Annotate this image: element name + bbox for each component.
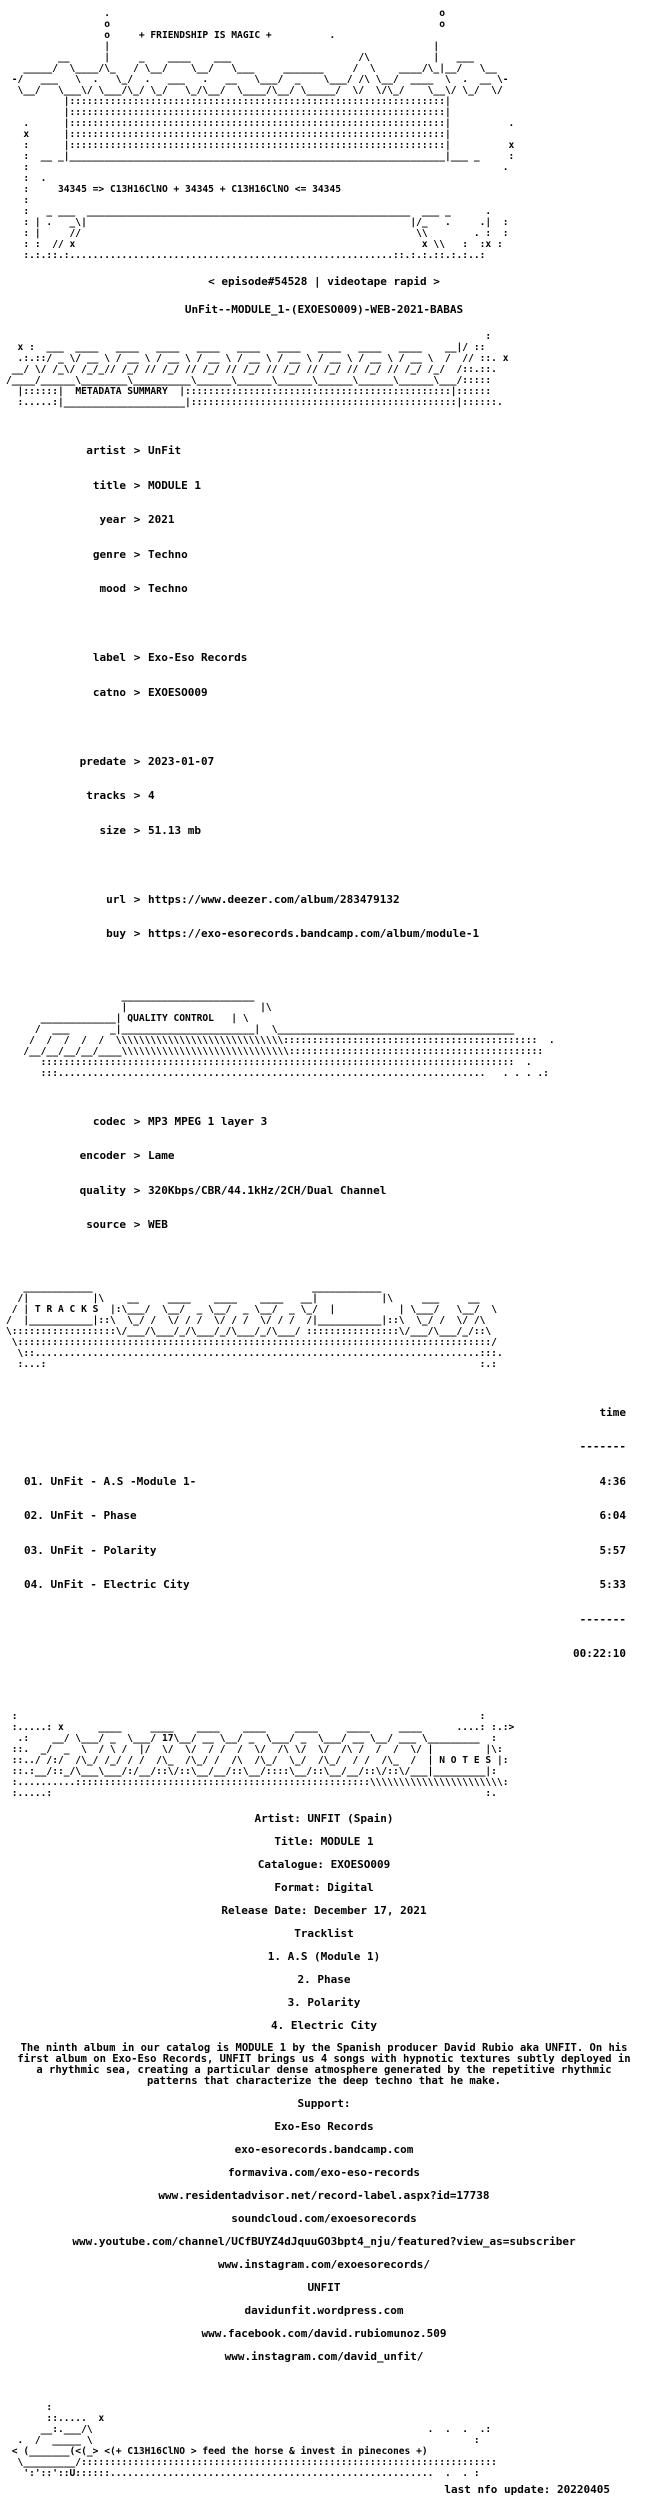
notes-track-2: 2. Phase: [297, 1972, 351, 1986]
header-tagline: + FRIENDSHIP IS MAGIC +: [138, 30, 272, 41]
notes-track-4: 4. Electric City: [271, 2018, 377, 2032]
field-tracks: tracks>4: [86, 789, 155, 802]
notes-format: Format: Digital: [274, 1880, 374, 1894]
link-formaviva[interactable]: formaviva.com/exo-eso-records: [227, 2165, 421, 2179]
release-name: UnFit--MODULE_1-(EXOESO009)-WEB-2021-BAB…: [184, 303, 464, 316]
notes-header-art: : : :.....: x ____ ____ ____ ____ ____ _…: [11, 1710, 515, 1799]
field-url[interactable]: url>https://www.deezer.com/album/2834791…: [106, 892, 400, 906]
field-year: year>2021: [99, 513, 175, 526]
time-header: time: [599, 1405, 627, 1419]
link-label: Exo-Eso Records: [274, 2119, 374, 2133]
buy-link[interactable]: https://exo-esorecords.bandcamp.com/albu…: [148, 927, 480, 940]
notes-tracklist-heading: Tracklist: [294, 1926, 354, 1940]
tracks-title: T R A C K S: [34, 1303, 99, 1315]
notes-artist: Artist: UNFIT (Spain): [254, 1811, 394, 1825]
link-youtube[interactable]: www.youtube.com/channel/UCfBUYZ4dJquuGO3…: [72, 2234, 576, 2248]
last-update: last nfo update: 20220405: [444, 2482, 610, 2496]
link-soundcloud[interactable]: soundcloud.com/exoesorecords: [231, 2211, 417, 2225]
url-link[interactable]: https://www.deezer.com/album/283479132: [148, 892, 400, 906]
notes-title: N O T E S: [439, 1754, 492, 1766]
field-title: title>MODULE 1: [92, 478, 201, 492]
total-time: 00:22:10: [573, 1647, 626, 1660]
field-source: source>WEB: [86, 1218, 168, 1231]
header-formula: 34345 => C13H16ClNO + 34345 + C13H16ClNO…: [57, 184, 342, 195]
field-size: size>51.13 mb: [99, 823, 201, 837]
link-bandcamp[interactable]: exo-esorecords.bandcamp.com: [234, 2142, 414, 2156]
footer-motto: <(+ C13H16ClNO > feed the horse & invest…: [104, 2445, 428, 2457]
link-wordpress[interactable]: davidunfit.wordpress.com: [244, 2303, 404, 2317]
notes-release-date: Release Date: December 17, 2021: [221, 1903, 427, 1917]
field-quality: quality>320Kbps/CBR/44.1kHz/2CH/Dual Cha…: [79, 1183, 387, 1197]
tracklist: time ------- 01. UnFit - A.S -Module 1-4…: [6, 1384, 626, 1683]
field-predate: predate>2023-01-07: [79, 754, 215, 768]
tracks-header-art: ____________ ____________ /| |\ __ ____ …: [6, 1281, 503, 1370]
notes-section: Artist: UNFIT (Spain) Title: MODULE 1 Ca…: [6, 1811, 642, 2363]
quality-title: QUALITY CONTROL: [127, 1012, 214, 1024]
notes-description: The ninth album in our catalog is MODULE…: [17, 2041, 631, 2087]
notes-support: Support:: [297, 2096, 351, 2110]
field-label: label>Exo-Eso Records: [92, 651, 248, 664]
notes-catalogue: Catalogue: EXOESO009: [257, 1857, 391, 1871]
link-instagram-label[interactable]: www.instagram.com/exoesorecords/: [218, 2257, 430, 2271]
quality-header-art: _______________________ | |\ ___________…: [23, 990, 555, 1079]
notes-track-1: 1. A.S (Module 1): [267, 1949, 381, 1963]
link-facebook[interactable]: www.facebook.com/david.rubiomunoz.509: [201, 2326, 447, 2340]
artist-heading: UNFIT: [307, 2280, 341, 2294]
field-buy[interactable]: buy>https://exo-esorecords.bandcamp.com/…: [106, 927, 480, 940]
footer-art: : ::..... x __:.___/\ . . . .: . / _____…: [11, 2401, 497, 2479]
link-instagram-artist[interactable]: www.instagram.com/david_unfit/: [224, 2349, 424, 2363]
metadata-header-art: : x : ___ ____ ____ ____ ____ ____ ____ …: [6, 331, 509, 408]
notes-title-line: Title: MODULE 1: [274, 1834, 374, 1848]
link-residentadvisor[interactable]: www.residentadvisor.net/record-label.asp…: [158, 2188, 490, 2202]
metadata-title: METADATA SUMMARY: [75, 386, 168, 397]
field-encoder: encoder>Lame: [79, 1149, 175, 1162]
track-row: 01. UnFit - A.S -Module 1-4:36: [24, 1474, 626, 1488]
episode-line: < episode#54528 | videotape rapid >: [208, 275, 440, 288]
field-mood: mood>Techno: [99, 582, 188, 595]
time-rule: -------: [579, 1440, 626, 1453]
quality-fields: codec>MP3 MPEG 1 layer 3 encoder>Lame qu…: [36, 1093, 642, 1254]
field-artist: artist>UnFit: [86, 444, 182, 457]
field-codec: codec>MP3 MPEG 1 layer 3: [92, 1114, 268, 1128]
notes-track-3: 3. Polarity: [287, 1995, 361, 2009]
metadata-fields: artist>UnFit title>MODULE 1 year>2021 ge…: [36, 422, 642, 963]
field-genre: genre>Techno: [92, 547, 188, 561]
field-catno: catno>EXOESO009: [92, 685, 208, 699]
header-logo-art: . o o o o + FRIENDSHIP IS MAGIC + .: [11, 8, 515, 261]
